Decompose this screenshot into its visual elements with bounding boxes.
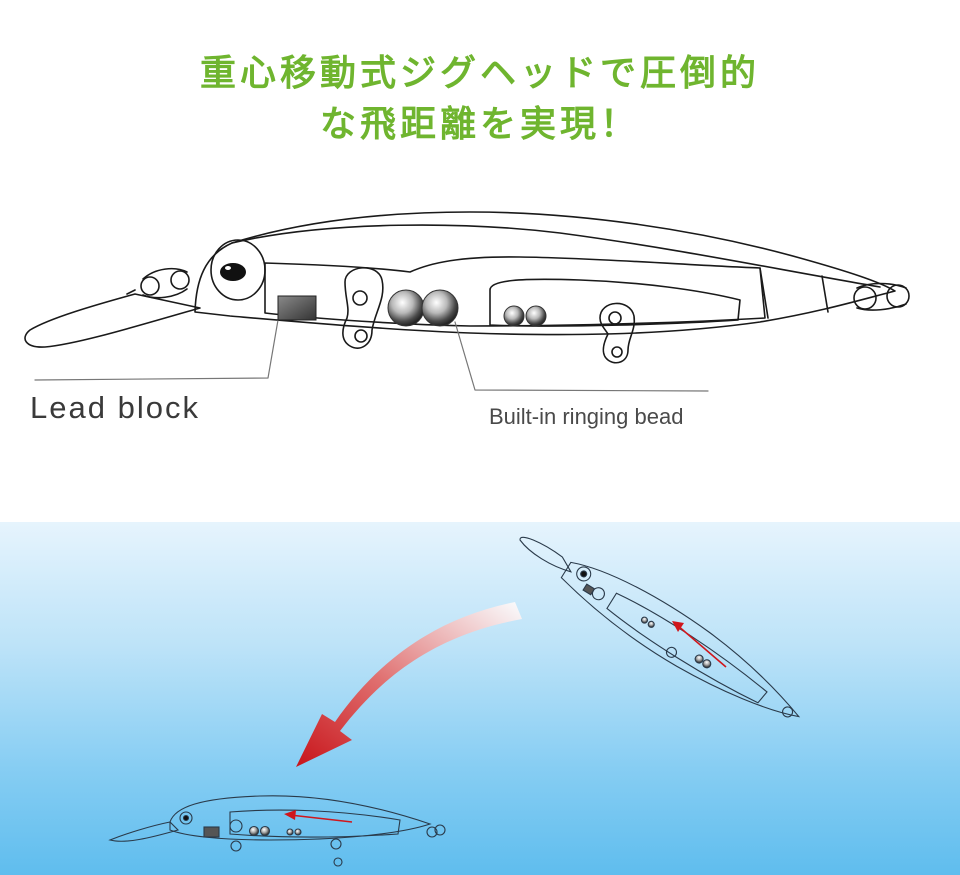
front-hook-hanger (342, 267, 384, 349)
ringing-bead-label: Built-in ringing bead (489, 404, 684, 429)
lure-diving (519, 536, 801, 718)
curved-arrow-icon (296, 602, 522, 767)
bead-leader (454, 321, 709, 392)
lure-lip (24, 293, 201, 348)
lead-block-leader (34, 319, 279, 381)
eye-socket (210, 239, 266, 301)
lure-cross-section-diagram (24, 211, 910, 392)
lure-level (108, 795, 446, 867)
rear-bead-1 (503, 305, 525, 327)
lead-block-label: Lead block (30, 390, 200, 425)
rear-hook-hanger (599, 302, 636, 364)
eye-pupil (220, 263, 246, 281)
rear-bead-2 (525, 305, 547, 327)
ringing-bead-1 (387, 289, 425, 327)
lure-body (194, 211, 896, 336)
headline-line-2: な飛距離を実現！ (319, 104, 640, 145)
water-panel (0, 522, 960, 875)
red-arrow-icon (672, 621, 727, 668)
headline-line-1: 重心移動式ジグヘッドで圧倒的 (199, 53, 760, 94)
red-arrow-icon (284, 810, 353, 823)
lead-block (277, 295, 317, 321)
ringing-bead-2 (421, 289, 459, 327)
